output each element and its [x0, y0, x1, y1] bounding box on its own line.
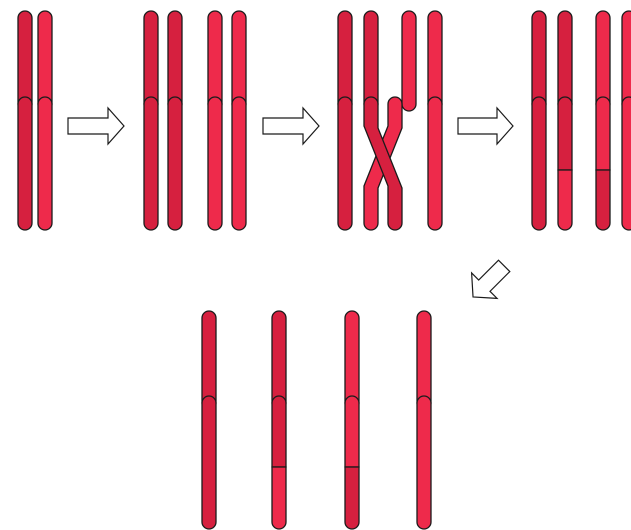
chromatid	[531, 96, 547, 231]
chromatid	[271, 466, 287, 530]
chromatid	[271, 310, 287, 411]
stage-recombinant-chromosomes	[531, 10, 631, 231]
chromatid	[231, 10, 247, 112]
chromatid	[427, 10, 443, 112]
chromatid	[621, 10, 631, 112]
chromatid	[271, 395, 287, 468]
chromatid	[17, 96, 33, 231]
chromatid	[595, 169, 611, 231]
chromatid	[201, 310, 217, 411]
stage-separated-gametes	[201, 310, 432, 530]
chromatid	[207, 10, 223, 112]
chromatid	[344, 395, 360, 468]
chromatid	[557, 10, 573, 112]
chromatid	[231, 96, 247, 231]
chromatid	[344, 310, 360, 411]
chromatid	[337, 96, 353, 231]
stage-replicated-pair	[143, 10, 247, 231]
chromatid	[595, 96, 611, 171]
chromatid	[143, 96, 159, 231]
chromatid	[363, 10, 379, 112]
chromatid	[201, 395, 217, 530]
chromatid	[207, 96, 223, 231]
chromatid	[167, 10, 183, 112]
right-arrow-icon	[457, 106, 514, 146]
chromatid	[416, 395, 432, 530]
chromatid	[427, 96, 443, 231]
chromatid	[344, 466, 360, 530]
stage-homologous-pair	[17, 10, 53, 231]
chromatid	[17, 10, 33, 112]
down-left-arrow-icon	[470, 259, 511, 300]
chromatid	[337, 10, 353, 112]
chromatid	[595, 10, 611, 112]
chromatid	[557, 169, 573, 231]
chromatid	[143, 10, 159, 112]
right-arrow-icon	[67, 106, 125, 146]
crossover-chromatid	[363, 96, 403, 231]
right-arrow-icon	[262, 106, 320, 146]
chromatid	[416, 310, 432, 411]
chromatid	[531, 10, 547, 112]
chromatid	[401, 10, 417, 112]
chromatid	[37, 96, 53, 231]
chromatid	[557, 96, 573, 171]
chromatid	[167, 96, 183, 231]
chromatid	[37, 10, 53, 112]
stage-crossing-over	[337, 10, 443, 231]
chromatid	[621, 96, 631, 231]
